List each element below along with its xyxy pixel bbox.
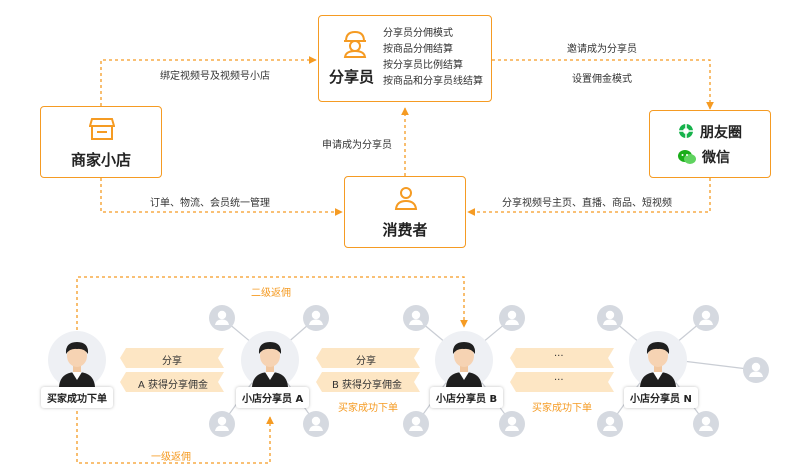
band-top-label: 分享 xyxy=(356,356,376,367)
sharer-mode: 按分享员比例结算 xyxy=(383,60,463,71)
small-avatar-icon xyxy=(209,411,235,441)
small-avatar-icon xyxy=(209,305,235,335)
small-avatar-icon xyxy=(403,305,429,335)
small-avatar-icon xyxy=(743,357,769,387)
share-band xyxy=(120,348,224,392)
small-avatar-icon xyxy=(693,411,719,441)
sharer-mode: 按商品分佣结算 xyxy=(383,44,453,55)
wechat-icon xyxy=(678,150,696,164)
small-avatar-icon xyxy=(403,411,429,441)
edge-label-manage: 订单、物流、会员统一管理 xyxy=(150,198,270,209)
edge-label-apply: 申请成为分享员 xyxy=(322,140,392,151)
sharer-b-label: 小店分享员 B xyxy=(430,387,504,408)
edge-label-commission: 设置佣金模式 xyxy=(572,74,632,85)
merchant-box: 商家小店 xyxy=(40,106,162,178)
social-box: 朋友圈 微信 xyxy=(649,110,771,178)
small-avatar-icon xyxy=(499,411,525,441)
sharer-mode: 按商品和分享员线结算 xyxy=(383,76,483,87)
merchant-title: 商家小店 xyxy=(70,151,131,169)
band-top-label: ··· xyxy=(554,351,564,362)
sharer-box: 分享员 分享员分佣模式 按商品分佣结算 按分享员比例结算 按商品和分享员线结算 xyxy=(318,15,492,102)
sharer-a-label: 小店分享员 A xyxy=(236,387,310,408)
consumer-box: 消费者 xyxy=(344,176,466,248)
order-label: 买家成功下单 xyxy=(338,403,398,414)
sharer-mode: 分享员分佣模式 xyxy=(383,28,453,39)
share-band xyxy=(316,348,420,392)
person-avatar-icon xyxy=(47,330,107,394)
band-bottom-label: ··· xyxy=(554,375,564,386)
level2-label: 二级返佣 xyxy=(251,288,291,299)
edge-manage xyxy=(100,178,343,216)
small-avatar-icon xyxy=(693,305,719,335)
small-avatar-icon xyxy=(303,305,329,335)
small-avatar-icon xyxy=(499,305,525,335)
edge-label-invite: 邀请成为分享员 xyxy=(567,44,637,55)
level1-label: 一级返佣 xyxy=(151,452,191,463)
sharer-title: 分享员 xyxy=(329,68,375,86)
share-band xyxy=(510,348,614,392)
person-avatar-icon xyxy=(434,330,494,394)
edge-label-bind: 绑定视频号及视频号小店 xyxy=(160,71,270,82)
wechat-label: 微信 xyxy=(702,150,730,166)
sharer-mode-list: 分享员分佣模式 按商品分佣结算 按分享员比例结算 按商品和分享员线结算 xyxy=(383,26,483,90)
edge-invite xyxy=(492,59,714,110)
moments-icon xyxy=(679,124,693,138)
store-icon xyxy=(89,118,115,140)
person-avatar-icon xyxy=(628,330,688,394)
person-avatar-icon xyxy=(240,330,300,394)
moments-label: 朋友圈 xyxy=(700,125,742,141)
edge-level2 xyxy=(76,276,468,336)
buyer-order-node-label: 买家成功下单 xyxy=(41,387,113,408)
band-top-label: 分享 xyxy=(162,356,182,367)
small-avatar-icon xyxy=(597,305,623,335)
sharer-n-label: 小店分享员 N xyxy=(624,387,698,408)
edge-label-share: 分享视频号主页、直播、商品、短视频 xyxy=(502,198,672,209)
consumer-title: 消费者 xyxy=(382,221,428,239)
user-icon xyxy=(394,187,418,210)
small-avatar-icon xyxy=(303,411,329,441)
order-label: 买家成功下单 xyxy=(532,403,592,414)
band-bottom-label: B 获得分享佣金 xyxy=(332,380,403,391)
small-avatar-icon xyxy=(597,411,623,441)
band-bottom-label: A 获得分享佣金 xyxy=(138,380,209,391)
sharer-icon xyxy=(343,30,367,58)
